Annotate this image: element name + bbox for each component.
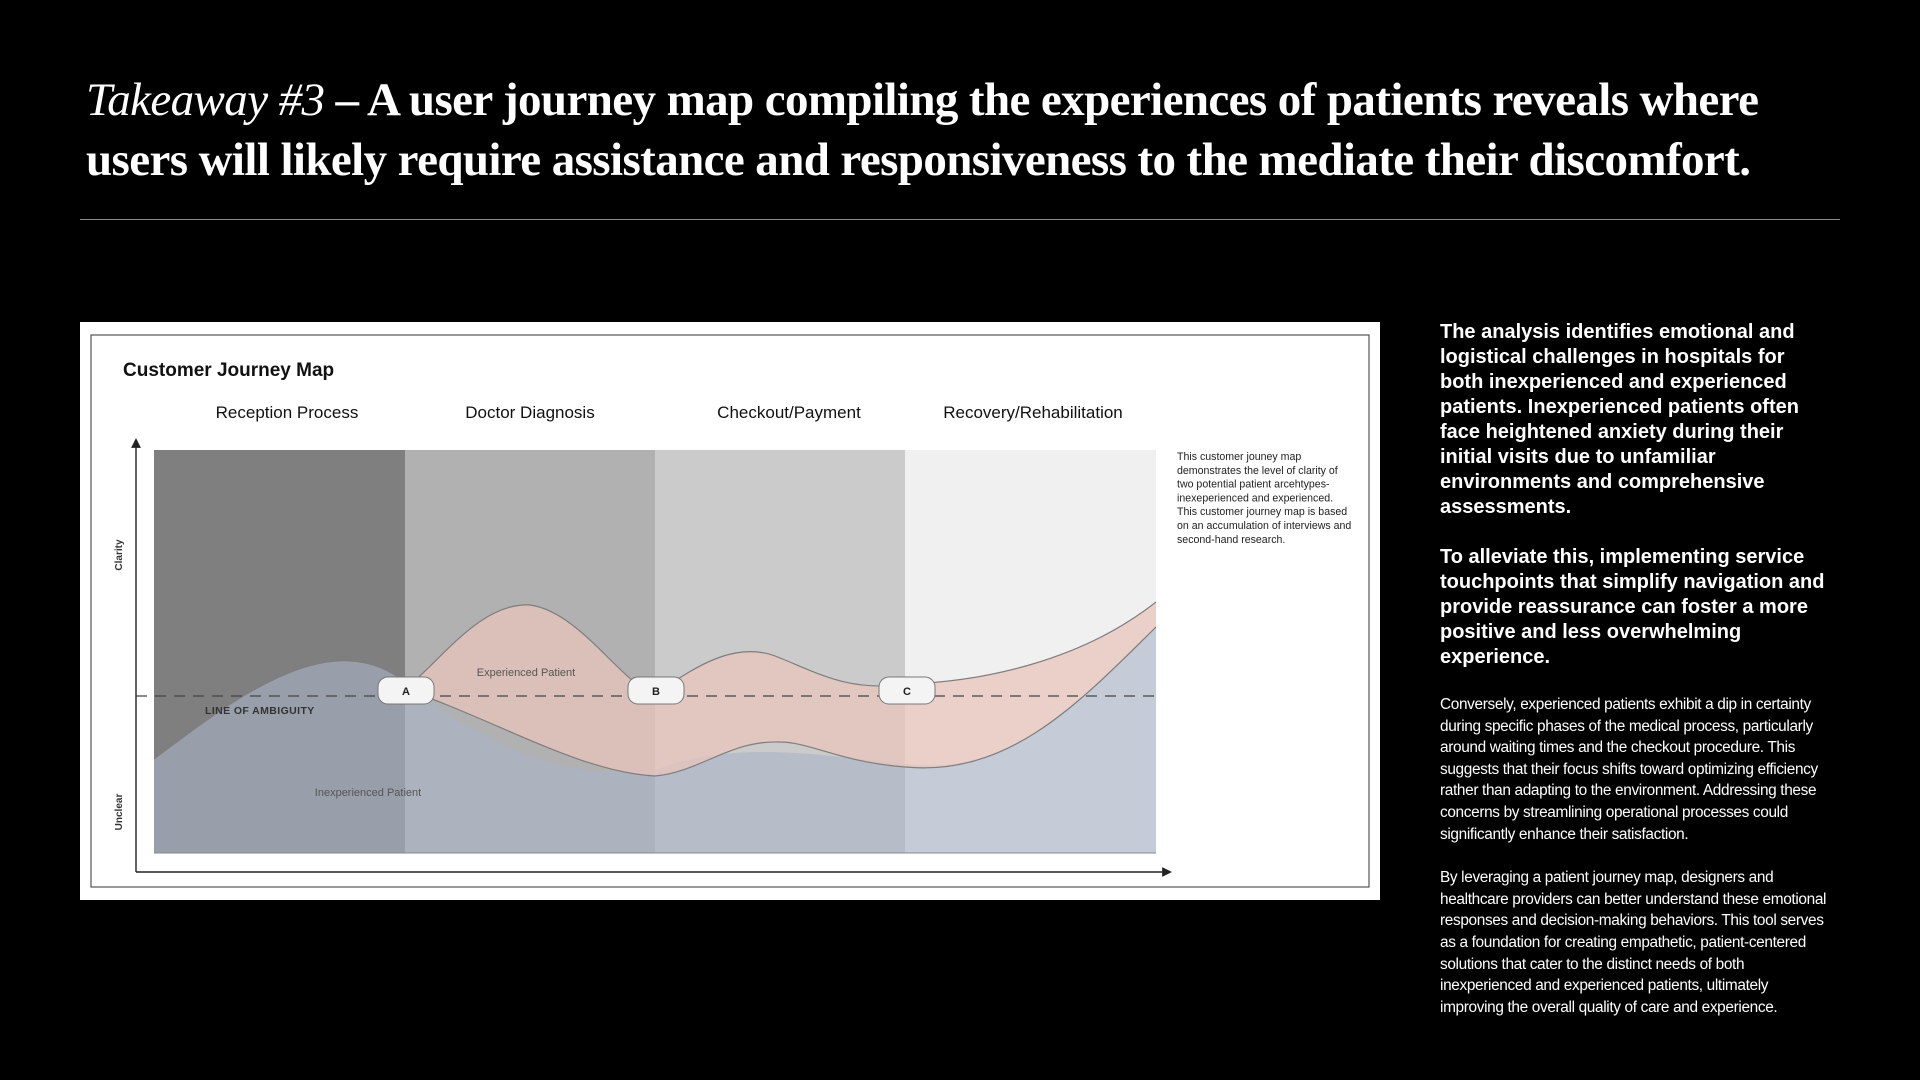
experienced-patient-band xyxy=(405,602,1156,776)
title-divider xyxy=(80,219,1840,220)
map-note-line: two potential patient arcehtypes- xyxy=(1177,479,1330,491)
analysis-paragraph-2: To alleviate this, implementing service … xyxy=(1440,546,1825,668)
map-note-line: on an accumulation of interviews and xyxy=(1177,520,1351,532)
map-note: This customer jouney map demonstrates the… xyxy=(1177,451,1351,546)
touchpoint-a: A xyxy=(377,676,435,705)
stage-label-diagnosis: Doctor Diagnosis xyxy=(465,403,594,422)
y-axis-bottom-label: Unclear xyxy=(114,794,125,831)
experienced-curve-bottom xyxy=(404,626,1156,777)
map-note-line: This customer jouney map xyxy=(1177,451,1301,463)
map-note-line: demonstrates the level of clarity of xyxy=(1177,465,1338,477)
analysis-paragraph-4: By leveraging a patient journey map, des… xyxy=(1440,869,1827,1016)
title-statement: – A user journey map compiling the exper… xyxy=(86,74,1759,186)
analysis-paragraph-1: The analysis identifies emotional and lo… xyxy=(1440,321,1799,518)
title-takeaway-number: Takeaway #3 xyxy=(86,74,325,126)
inexperienced-patient-label: Inexperienced Patient xyxy=(315,787,421,799)
y-axis-top-label: Clarity xyxy=(114,539,125,571)
touchpoint-c: C xyxy=(878,676,936,705)
touchpoint-b-label: B xyxy=(652,686,660,698)
journey-map-svg: Customer Journey Map Reception Process D… xyxy=(90,334,1370,888)
touchpoint-b: B xyxy=(627,676,685,705)
journey-map-figure: Customer Journey Map Reception Process D… xyxy=(80,322,1380,900)
experienced-patient-label: Experienced Patient xyxy=(477,667,575,679)
map-note-line: second-hand research. xyxy=(1177,534,1285,546)
analysis-paragraph-3: Conversely, experienced patients exhibit… xyxy=(1440,696,1818,843)
touchpoint-a-label: A xyxy=(402,686,410,698)
line-of-ambiguity-label: LINE OF AMBIGUITY xyxy=(205,705,315,717)
inexperienced-curve-outline xyxy=(154,660,406,760)
page-title: Takeaway #3 – A user journey map compili… xyxy=(86,70,1846,190)
stage-label-reception: Reception Process xyxy=(216,403,359,422)
experienced-curve-top xyxy=(404,601,1156,696)
touchpoint-c-label: C xyxy=(903,686,911,698)
map-title: Customer Journey Map xyxy=(123,360,334,381)
stage-label-checkout: Checkout/Payment xyxy=(717,403,861,422)
map-note-line: This customer journey map is based xyxy=(1177,506,1347,518)
map-note-line: inexeperienced and experienced. xyxy=(1177,492,1333,504)
analysis-sidebar: The analysis identifies emotional and lo… xyxy=(1440,320,1830,1018)
stage-label-recovery: Recovery/Rehabilitation xyxy=(943,403,1123,422)
